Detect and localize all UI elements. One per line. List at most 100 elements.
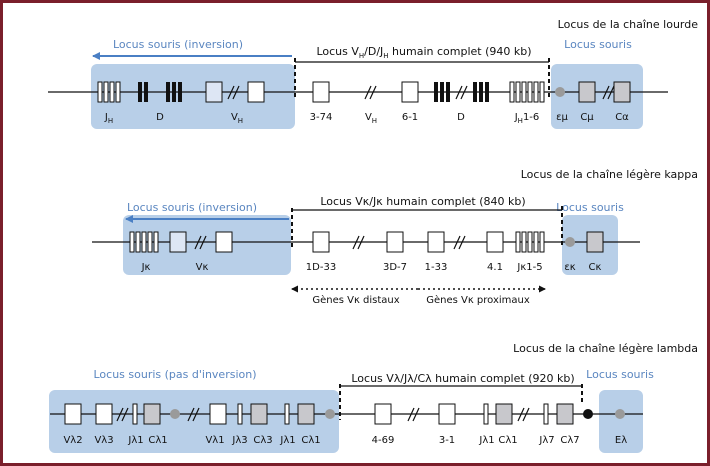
- heavy-label-calpha: Cα: [615, 112, 629, 123]
- lambda-human-jl1-gene: [483, 403, 489, 425]
- lambda-chain-panel: Locus de la chaîne légère lambda Locus s…: [49, 342, 698, 453]
- heavy-mouse-break-2: [602, 85, 610, 100]
- lambda-human-cl1-gene: [495, 403, 513, 425]
- lambda-mouse-cl1-gene-b: [297, 403, 315, 425]
- lambda-human-gene-4-69: [374, 403, 392, 425]
- lambda-human-gene-3-1: [438, 403, 456, 425]
- lambda-mouse-vl1-gene: [209, 403, 227, 425]
- kappa-label-1-33: 1-33: [425, 262, 448, 273]
- kappa-label-ck: Cκ: [589, 262, 602, 273]
- lambda-label-jl1-h: Jλ1: [478, 435, 494, 446]
- lambda-label-vl1: Vλ1: [205, 435, 224, 446]
- kappa-label-4-1: 4.1: [487, 262, 503, 273]
- kappa-human-gene-1d-33: [312, 231, 330, 253]
- heavy-human-break-2: [455, 85, 463, 100]
- lambda-mouse-vl3-gene: [95, 403, 113, 425]
- kappa-mouse-right-label: Locus souris: [556, 201, 624, 214]
- lambda-human-break-2: [517, 407, 525, 422]
- heavy-mouse-right-label: Locus souris: [564, 38, 632, 51]
- heavy-label-cmu: Cμ: [580, 112, 594, 123]
- kappa-mouse-break: [194, 235, 202, 250]
- lambda-label-cl1-b: Cλ1: [301, 435, 320, 446]
- heavy-mouse-left-label: Locus souris (inversion): [113, 38, 243, 51]
- heavy-human-break-1: [364, 85, 372, 100]
- heavy-human-jh-segments: [509, 81, 545, 103]
- lambda-mouse-jl3-gene: [237, 403, 243, 425]
- heavy-human-gene-3-74: [312, 81, 330, 103]
- kappa-human-gene-1-33: [427, 231, 445, 253]
- heavy-mouse-vh-gene-2: [247, 81, 265, 103]
- lambda-human-break-1: [407, 407, 415, 422]
- lambda-mouse-break-2: [187, 407, 195, 422]
- kappa-human-break-1: [352, 235, 360, 250]
- kappa-distal-label: Gènes Vκ distaux: [312, 294, 399, 306]
- kappa-label-jk1-5: Jκ1-5: [516, 262, 542, 273]
- lambda-label-cl3: Cλ3: [253, 435, 272, 446]
- heavy-mouse-break-1: [227, 85, 235, 100]
- heavy-mouse-d-segments: [138, 82, 182, 102]
- lambda-mouse-cl3-gene: [250, 403, 268, 425]
- heavy-label-3-74: 3-74: [310, 112, 333, 123]
- kappa-proximal-label: Gènes Vκ proximaux: [426, 294, 530, 306]
- kappa-mouse-left-label: Locus souris (inversion): [127, 201, 257, 214]
- heavy-mouse-enhancer: [555, 87, 565, 97]
- lambda-human-enhancer: [583, 409, 593, 419]
- heavy-mouse-right-box: [551, 64, 643, 129]
- lambda-mouse-vl2-gene: [64, 403, 82, 425]
- lambda-human-cl7-gene: [556, 403, 574, 425]
- kappa-mouse-vk-gene-1: [169, 231, 187, 253]
- heavy-human-d-segments: [434, 82, 489, 102]
- lambda-mouse-left-label: Locus souris (pas d'inversion): [93, 368, 256, 381]
- kappa-label-1d-33: 1D-33: [306, 262, 336, 273]
- heavy-label-d-human: D: [457, 112, 465, 123]
- lambda-label-jl3: Jλ3: [231, 435, 247, 446]
- heavy-mouse-vh-gene-1: [205, 81, 223, 103]
- lambda-mouse-right-box: [599, 390, 643, 453]
- lambda-human-jl7-gene: [543, 403, 549, 425]
- lambda-label-el: Eλ: [615, 435, 627, 446]
- heavy-label-emu: εμ: [556, 112, 568, 123]
- lambda-label-vl2: Vλ2: [63, 435, 82, 446]
- heavy-mouse-left-box: [91, 64, 295, 129]
- kappa-human-gene-3d-7: [386, 231, 404, 253]
- heavy-label-6-1: 6-1: [402, 112, 418, 123]
- lambda-mouse-enhancer-1: [170, 409, 180, 419]
- kappa-human-gene-4-1: [486, 231, 504, 253]
- kappa-chain-panel: Locus de la chaîne légère kappa Locus so…: [92, 168, 698, 306]
- lambda-mouse-el-enhancer: [615, 409, 625, 419]
- lambda-label-cl1-h: Cλ1: [498, 435, 517, 446]
- lambda-label-jl1-a: Jλ1: [127, 435, 143, 446]
- heavy-label-vh-mouse: VH: [231, 112, 243, 125]
- lambda-label-jl7: Jλ7: [538, 435, 554, 446]
- kappa-mouse-left-box: [123, 215, 291, 275]
- lambda-label-3-1: 3-1: [439, 435, 455, 446]
- lambda-mouse-jl1-gene-b: [284, 403, 290, 425]
- heavy-human-label: Locus VH/D/JH humain complet (940 kb): [316, 45, 531, 60]
- kappa-human-break-2: [453, 235, 461, 250]
- kappa-mouse-ck-gene: [586, 231, 604, 253]
- heavy-human-gene-6-1: [401, 81, 419, 103]
- lambda-label-4-69: 4-69: [372, 435, 395, 446]
- lambda-title: Locus de la chaîne légère lambda: [513, 342, 698, 355]
- lambda-label-cl7: Cλ7: [560, 435, 579, 446]
- heavy-label-jh1-6: JH1-6: [514, 112, 540, 125]
- lambda-label-vl3: Vλ3: [94, 435, 113, 446]
- lambda-mouse-jl1-gene-a: [132, 403, 138, 425]
- heavy-label-jh-mouse: JH: [104, 112, 113, 125]
- kappa-label-ek: εκ: [564, 262, 575, 273]
- kappa-label-vk-mouse: Vκ: [196, 262, 209, 273]
- kappa-mouse-enhancer: [565, 237, 575, 247]
- kappa-label-jk-mouse: Jκ: [141, 262, 151, 273]
- heavy-label-d-mouse: D: [156, 112, 164, 123]
- lambda-mouse-cl1-gene-a: [143, 403, 161, 425]
- lambda-mouse-break-1: [116, 407, 124, 422]
- kappa-label-3d-7: 3D-7: [383, 262, 407, 273]
- kappa-title: Locus de la chaîne légère kappa: [521, 168, 698, 181]
- kappa-mouse-vk-gene-2: [215, 231, 233, 253]
- heavy-mouse-jh-segments: [97, 81, 121, 103]
- heavy-chain-panel: Locus de la chaîne lourde Locus souris (…: [48, 18, 698, 129]
- lambda-human-label: Locus Vλ/Jλ/Cλ humain complet (920 kb): [351, 372, 574, 385]
